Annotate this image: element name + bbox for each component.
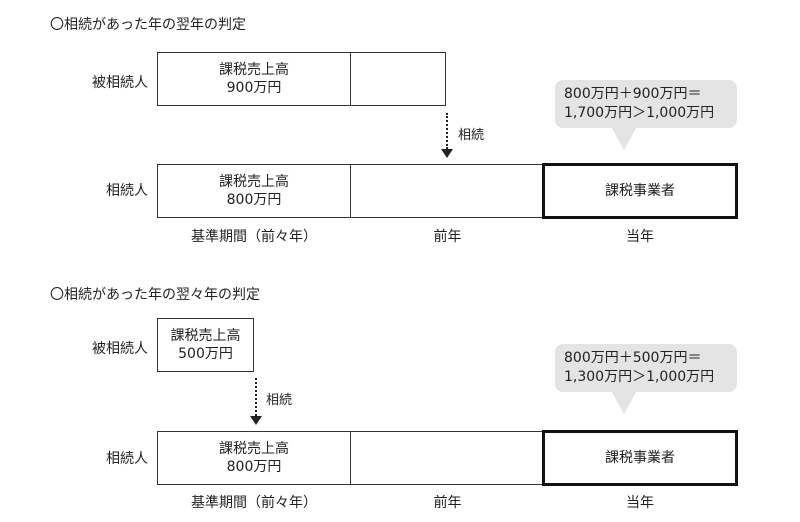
section1-decedent-label: 被相続人 [92,75,148,91]
section2-callout: 800万円＋500万円＝ 1,300万円＞1,000万円 [555,344,737,392]
section1-callout-line2: 1,700万円＞1,000万円 [564,105,715,121]
section2-inheritance-arrow-line [255,378,257,416]
section1-inheritance-arrow-line [446,113,448,149]
section1-decedent-empty-box [350,52,446,106]
section2-decedent-sales-value: 500万円 [178,346,233,362]
section2-heir-prior-year-box [350,431,545,485]
section2-heir-sales-box: 課税売上高 800万円 [157,431,351,485]
section2-inheritance-arrowhead [250,416,262,425]
section2-heir-sales-title: 課税売上高 [219,441,289,457]
section1-decedent-sales-box: 課税売上高 900万円 [157,52,351,106]
section2-callout-line2: 1,300万円＞1,000万円 [564,369,715,385]
section2-heading: 〇相続があった年の翌々年の判定 [50,287,260,303]
section1-callout: 800万円＋900万円＝ 1,700万円＞1,000万円 [555,80,737,128]
section1-callout-tail [612,128,636,150]
section1-heir-sales-title: 課税売上高 [219,174,289,190]
section1-inheritance-arrowhead [441,149,453,158]
section1-heir-label: 相続人 [106,183,148,199]
section2-decedent-label: 被相続人 [92,341,148,357]
section2-result-box: 課税事業者 [542,430,738,486]
section1-heading: 〇相続があった年の翌年の判定 [50,17,246,33]
section1-col-prior-year: 前年 [433,229,462,245]
section2-heir-sales-value: 800万円 [226,459,282,475]
section1-col-current-year: 当年 [626,229,654,245]
section2-callout-line1: 800万円＋500万円＝ [564,350,702,366]
section2-col-base-period: 基準期間（前々年） [191,495,317,511]
section1-result-box: 課税事業者 [542,163,738,219]
section2-decedent-sales-title: 課税売上高 [170,328,241,344]
section2-col-prior-year: 前年 [433,495,462,511]
section1-decedent-sales-value: 900万円 [226,80,282,96]
section1-inheritance-label: 相続 [458,128,485,143]
section1-col-base-period: 基準期間（前々年） [191,229,317,245]
section2-callout-tail [612,392,636,414]
section2-decedent-sales-box: 課税売上高 500万円 [157,318,254,372]
section1-heir-prior-year-box [350,164,545,218]
section2-inheritance-label: 相続 [266,393,293,408]
section2-result-text: 課税事業者 [605,450,675,466]
section2-heir-label: 相続人 [106,451,148,467]
section2-col-current-year: 当年 [626,495,654,511]
section1-callout-line1: 800万円＋900万円＝ [564,86,702,102]
section1-decedent-sales-title: 課税売上高 [219,62,289,78]
section1-result-text: 課税事業者 [605,183,675,199]
section1-heir-sales-value: 800万円 [226,192,282,208]
section1-heir-sales-box: 課税売上高 800万円 [157,164,351,218]
